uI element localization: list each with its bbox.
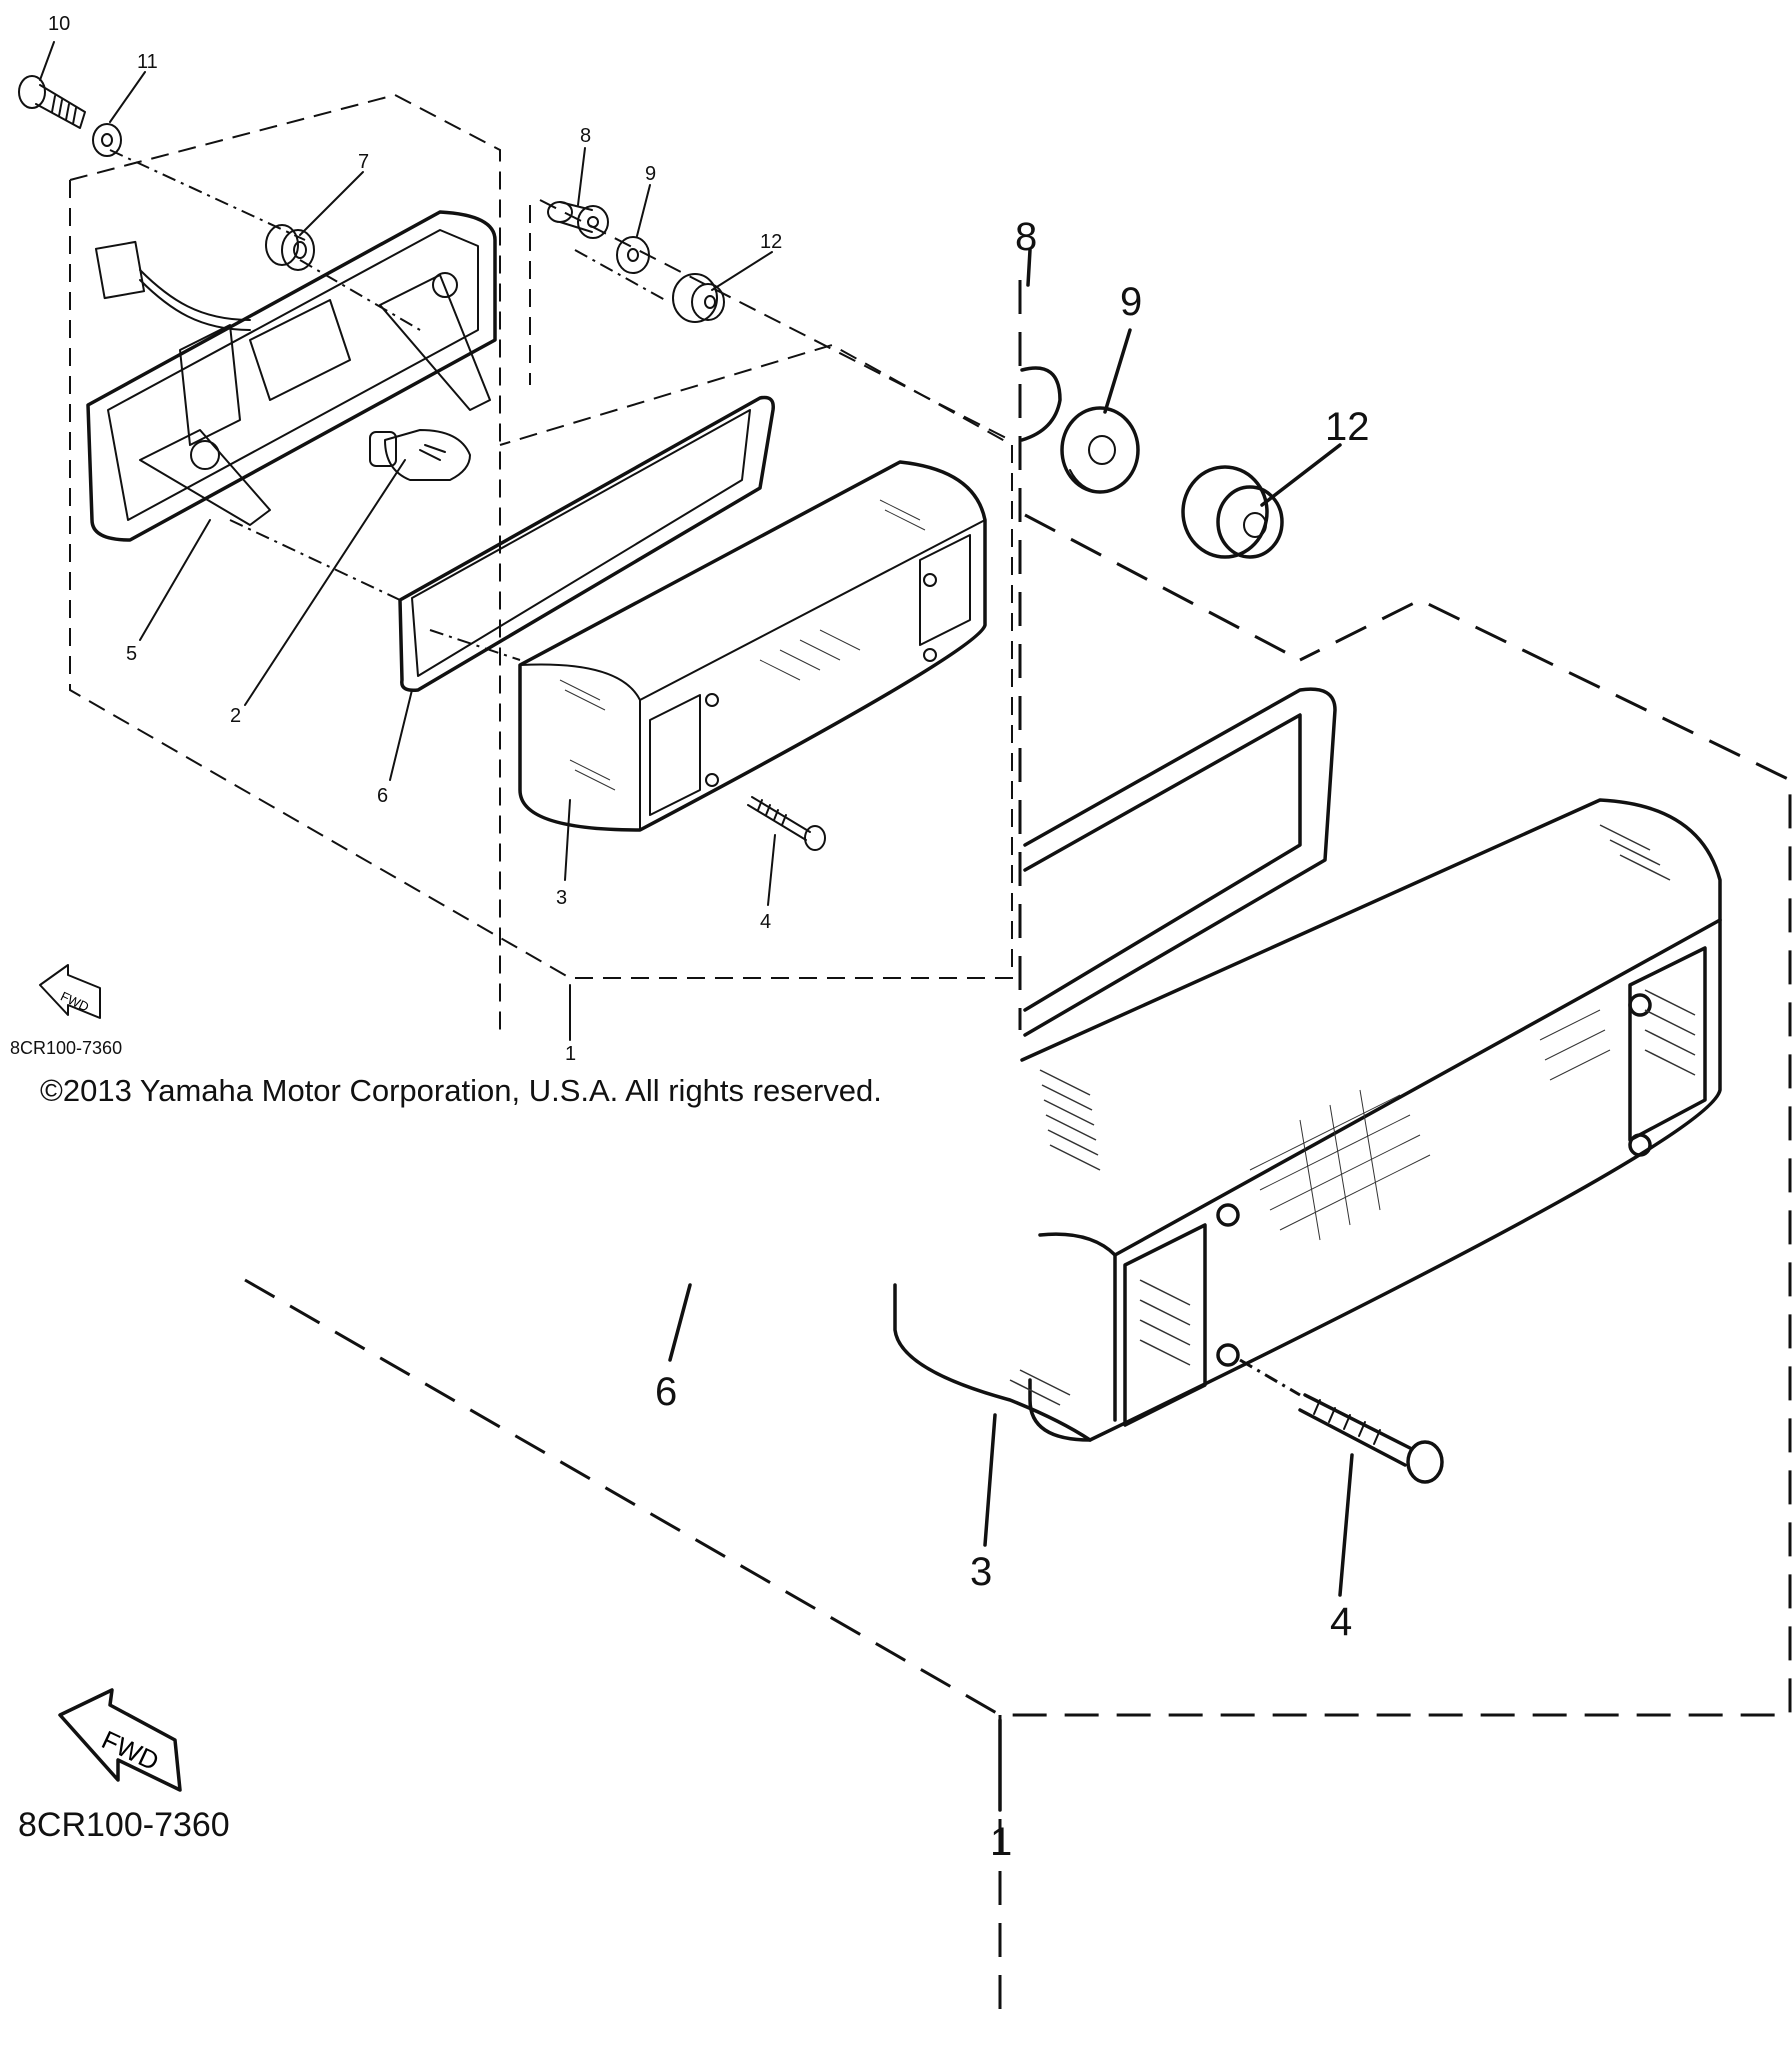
- callout-12-small: 12: [760, 231, 782, 253]
- callout-9-large: 9: [1120, 280, 1142, 324]
- callout-6-small: 6: [377, 785, 388, 807]
- callout-9-small: 9: [645, 163, 656, 185]
- callout-6-large: 6: [655, 1370, 677, 1414]
- nut-12-large: [1181, 465, 1284, 559]
- callout-2-small: 2: [230, 705, 241, 727]
- part-code-large: 8CR100-7360: [18, 1806, 230, 1844]
- small-diagram: FWD: [18, 41, 1013, 1041]
- screw-4-large: [1239, 1358, 1444, 1484]
- washer-11: [92, 123, 122, 157]
- wiring-connector: [94, 240, 251, 331]
- assembly-boundary-large: [244, 598, 1792, 1717]
- bolt-10: [18, 75, 86, 129]
- part-code-small: 8CR100-7360: [10, 1038, 123, 1058]
- callout-7-small: 7: [358, 151, 369, 173]
- callout-1-small: 1: [565, 1043, 576, 1065]
- lamp-housing: [86, 210, 497, 542]
- bulb-2: [369, 429, 471, 481]
- washer-9: [616, 236, 650, 274]
- callout-3-large: 3: [970, 1550, 992, 1594]
- screw-4: [747, 796, 826, 851]
- fwd-arrow-small: FWD: [39, 964, 101, 1019]
- callout-11-small: 11: [137, 51, 158, 73]
- gasket-6: [398, 395, 775, 693]
- grommet-7: [265, 224, 315, 271]
- callout-4-large: 4: [1330, 1600, 1352, 1644]
- callout-5-small: 5: [126, 643, 137, 665]
- callout-8-small: 8: [580, 125, 591, 147]
- assembly-boundary-small: [69, 93, 1013, 1035]
- washer-9-large: [1060, 406, 1140, 494]
- callout-8-large: 8: [1015, 215, 1037, 259]
- lens-3: [518, 460, 987, 832]
- lens-3-large: [893, 798, 1722, 1442]
- callout-1-large: 1: [990, 1820, 1012, 1864]
- gasket-6-large: [1023, 687, 1337, 1037]
- callout-3-small: 3: [556, 887, 567, 909]
- collar-8: [547, 201, 609, 239]
- nut-12: [672, 273, 725, 323]
- callout-10-small: 10: [48, 13, 70, 35]
- large-diagram: FWD: [58, 248, 1792, 2015]
- copyright-notice: ©2013 Yamaha Motor Corporation, U.S.A. A…: [40, 1073, 882, 1108]
- callout-4-small: 4: [760, 911, 771, 933]
- callout-12-large: 12: [1325, 405, 1370, 449]
- fwd-arrow-large: FWD: [58, 1688, 182, 1792]
